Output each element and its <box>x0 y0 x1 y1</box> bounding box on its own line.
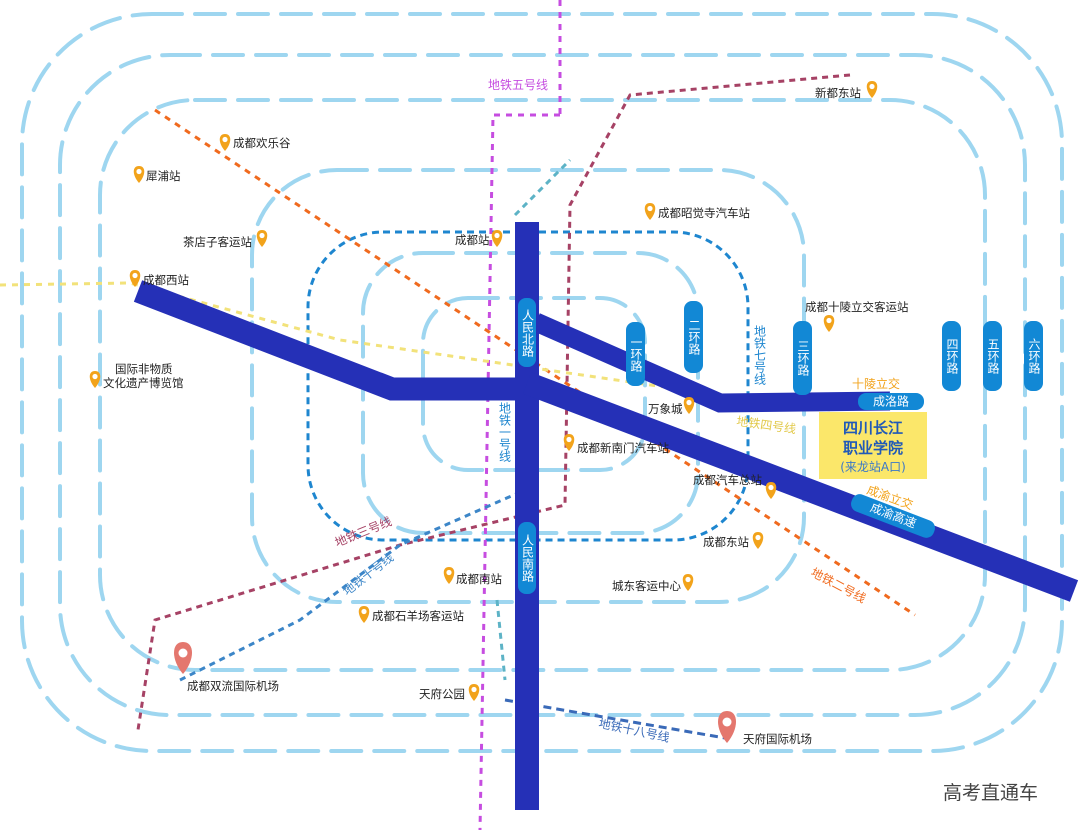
ring5-badge <box>983 321 1002 391</box>
pin-icon <box>256 230 268 247</box>
poi-labels: 新都东站 成都欢乐谷 犀浦站 成都昭觉寺汽车站 茶店子客运站 成都站 成都西站 … <box>103 86 909 746</box>
airport-label: 成都双流国际机场 <box>187 679 279 693</box>
metro-line10-label: 地铁十号线 <box>340 550 396 598</box>
pin-icon <box>219 134 231 151</box>
highlight-line2: 职业学院 <box>843 439 903 457</box>
poi-label: 成都汽车总站 <box>693 473 762 487</box>
ring4-badge <box>942 321 961 391</box>
poi-label: 成都西站 <box>143 273 189 287</box>
metro-line18-label: 地铁十八号线 <box>597 716 670 745</box>
highlight-bg <box>819 412 927 479</box>
pin-icon <box>563 434 575 451</box>
poi-label: 新都东站 <box>815 86 861 100</box>
metro-line-1-south <box>495 599 507 681</box>
ring-6 <box>20 12 1064 753</box>
poi-label: 天府公园 <box>419 687 465 701</box>
pin-icon <box>644 203 656 220</box>
ring5-label: 五环路 <box>986 338 1000 375</box>
pin-icon <box>358 606 370 623</box>
poi-label: 城东客运中心 <box>612 579 681 593</box>
pin-icon <box>491 230 503 247</box>
pin-icon <box>468 684 480 701</box>
metro-line2-label: 地铁二号线 <box>809 565 869 606</box>
ring6-label: 六环路 <box>1027 338 1041 375</box>
poi-label: 成都站 <box>455 233 490 247</box>
road-chengluo-badge <box>858 393 924 410</box>
ring3-badge <box>793 321 812 395</box>
ring2-label: 二环路 <box>687 319 701 356</box>
road-chengluo-label: 成洛路 <box>873 394 909 409</box>
airport-label: 天府国际机场 <box>743 732 812 746</box>
ring4-label: 四环路 <box>945 338 959 375</box>
pin-icon <box>823 315 835 332</box>
pin-icon <box>765 482 777 499</box>
poi-label: 成都新南门汽车站 <box>577 441 669 455</box>
poi-label: 成都石羊场客运站 <box>372 609 464 623</box>
interchange-shiling: 十陵立交 <box>852 376 900 391</box>
pin-icon <box>866 81 878 98</box>
poi-label: 文化遗产博览馆 <box>103 376 184 390</box>
metro-line-1-north <box>513 158 572 217</box>
road-chengyu <box>522 372 1079 602</box>
ring1-badge <box>626 322 645 386</box>
poi-label: 万象城 <box>648 402 683 416</box>
highlight-line3: (来龙站A口) <box>840 460 906 474</box>
road-north-label: 人民北路 <box>521 309 535 358</box>
ring6-badge <box>1024 321 1043 391</box>
pin-icon <box>752 532 764 549</box>
ring1-label: 一环路 <box>629 336 643 373</box>
poi-label: 茶店子客运站 <box>183 235 252 249</box>
highlight-box: 四川长江 职业学院 (来龙站A口) <box>819 412 927 479</box>
metro-line-3 <box>136 73 851 731</box>
road-chengluo <box>532 313 891 413</box>
ring-badges: 一环路 二环路 三环路 四环路 五环路 六环路 <box>626 301 1043 395</box>
ring2-badge <box>684 301 703 373</box>
ring3-label: 三环路 <box>796 340 810 377</box>
road-south-badge <box>518 522 536 594</box>
metro-line-5-south <box>478 113 560 831</box>
pin-icon <box>682 574 694 591</box>
pin-icon <box>129 270 141 287</box>
metro-line7-label: 地铁七号线 <box>753 325 767 385</box>
pin-icon <box>443 567 455 584</box>
highlight-line1: 四川长江 <box>843 419 903 437</box>
road-south-label: 人民南路 <box>521 534 535 583</box>
watermark: 高考直通车 <box>943 782 1038 804</box>
poi-label: 成都昭觉寺汽车站 <box>658 206 750 220</box>
road-west <box>133 280 527 401</box>
metro-line1-label: 地铁一号线 <box>498 402 512 462</box>
metro-line-18 <box>504 698 726 740</box>
poi-label: 成都南站 <box>456 572 502 586</box>
metro-lines <box>0 0 916 831</box>
poi-label: 成都东站 <box>703 535 749 549</box>
pin-icon <box>683 397 695 414</box>
poi-label: 犀浦站 <box>146 169 181 183</box>
metro-line-10 <box>179 488 526 682</box>
pin-icon <box>133 166 145 183</box>
airport-pin-icon <box>718 711 736 743</box>
road-chengyu-badge <box>851 494 935 538</box>
poi-label: 国际非物质 <box>115 362 173 376</box>
metro-line4-label: 地铁四号线 <box>736 414 797 436</box>
poi-label: 成都欢乐谷 <box>233 136 291 150</box>
road-north-badge <box>518 298 536 367</box>
metro-line5-label: 地铁五号线 <box>488 78 548 92</box>
metro-line3-label: 地铁三号线 <box>333 514 394 549</box>
poi-label: 成都十陵立交客运站 <box>805 300 909 314</box>
